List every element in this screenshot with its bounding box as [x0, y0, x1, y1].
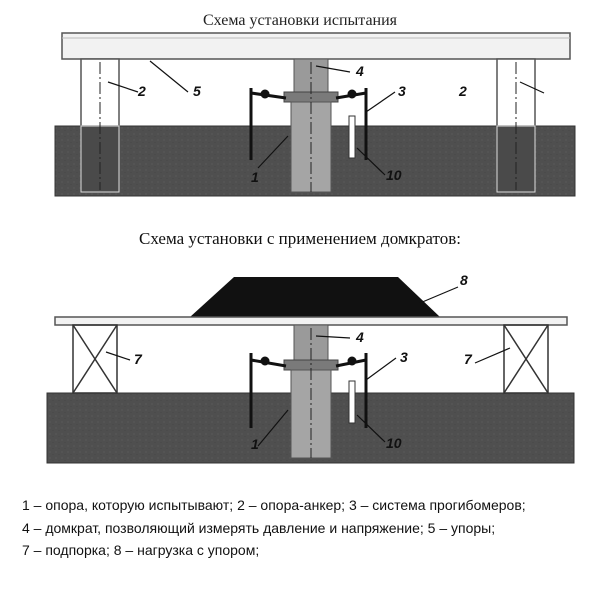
prop-right — [503, 324, 549, 394]
legend-line-1: 1 – опора, которую испытывают; 2 – опора… — [22, 497, 526, 513]
label-load: 8 — [460, 272, 468, 288]
diagram1-labels: 2 5 2 4 3 1 10 — [137, 63, 467, 185]
diagram2 — [46, 277, 575, 464]
label-prop-left: 7 — [134, 351, 143, 367]
load-block — [190, 277, 440, 317]
label-pile-1: 1 — [251, 169, 259, 185]
beam-1 — [61, 32, 571, 60]
legend: 1 – опора, которую испытывают; 2 – опора… — [22, 494, 592, 562]
label-rod-2: 10 — [386, 435, 402, 451]
label-jack-1: 4 — [355, 63, 364, 79]
anchor-pile-left — [80, 58, 120, 193]
label-gauges-1: 3 — [398, 83, 406, 99]
platform — [54, 316, 568, 326]
label-beam-1: 5 — [193, 83, 201, 99]
diagram2-labels: 7 7 8 4 3 1 10 — [134, 272, 473, 452]
label-anchor-left-1: 2 — [137, 83, 146, 99]
label-pile-2: 1 — [251, 436, 259, 452]
label-rod-1: 10 — [386, 167, 402, 183]
label-jack-2: 4 — [355, 329, 364, 345]
label-gauges-2: 3 — [400, 349, 408, 365]
prop-left — [72, 324, 118, 394]
label-anchor-right-1: 2 — [458, 83, 467, 99]
label-prop-right: 7 — [464, 351, 473, 367]
anchor-pile-right — [496, 58, 536, 193]
legend-line-2: 4 – домкрат, позволяющий измерять давлен… — [22, 519, 496, 536]
diagram1 — [54, 32, 576, 197]
diagram1-title: Схема установки испытания — [202, 12, 398, 29]
gauge-system-2 — [249, 353, 368, 428]
diagram2-title: Схема установки с применением домкратов: — [139, 229, 461, 248]
rod-1 — [348, 115, 356, 159]
legend-line-3: 7 – подпорка; 8 – нагрузка с упором; — [22, 542, 260, 558]
gauge-system-1 — [249, 88, 368, 160]
rod-2 — [348, 380, 356, 424]
